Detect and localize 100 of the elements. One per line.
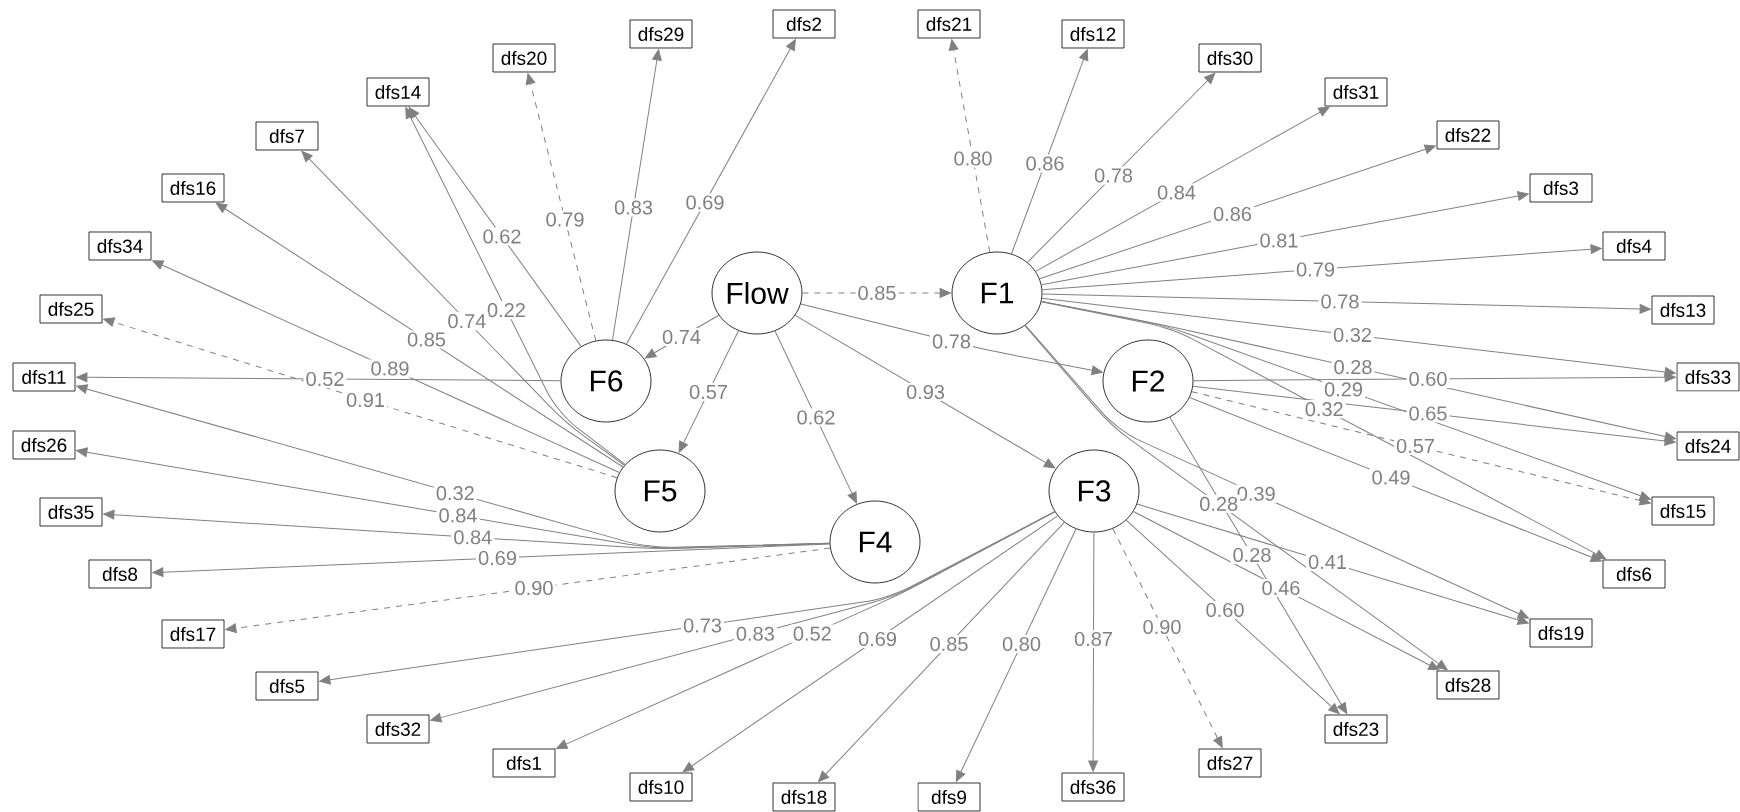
- arrow: [405, 107, 626, 465]
- edge-label: 0.79: [1294, 260, 1337, 279]
- edge-label: 0.86: [1211, 204, 1254, 224]
- indicator-box: dfs31: [1324, 77, 1388, 107]
- edge-label: 0.87: [1072, 629, 1115, 649]
- arrow: [948, 39, 991, 253]
- arrow: [225, 547, 831, 634]
- edge-label: 0.62: [480, 227, 524, 246]
- indicator-box: dfs28: [1436, 670, 1500, 700]
- edge-label: 0.32: [433, 484, 477, 503]
- arrow: [76, 372, 562, 383]
- edge-label: 0.90: [1140, 617, 1184, 637]
- indicator-box: dfs1: [492, 748, 556, 778]
- edge-label: 0.85: [405, 330, 448, 349]
- edge-label: 0.46: [1259, 578, 1303, 598]
- edge-label: 0.74: [660, 327, 703, 347]
- arrow: [408, 106, 582, 347]
- edge-label: 0.81: [1257, 231, 1301, 250]
- edge-label: 0.91: [344, 390, 387, 410]
- edge-label: 0.32: [1331, 325, 1374, 345]
- edge-label: 0.80: [951, 149, 995, 168]
- arrow: [1024, 324, 1529, 619]
- indicator-box: dfs4: [1602, 231, 1666, 261]
- indicator-box: dfs8: [88, 559, 152, 589]
- arrow: [319, 511, 1056, 685]
- indicator-box: dfs10: [629, 772, 693, 802]
- edge-label: 0.69: [476, 548, 519, 568]
- edge-label: 0.84: [436, 506, 480, 525]
- indicator-box: dfs11: [12, 362, 76, 392]
- edge-label: 0.29: [1322, 380, 1365, 399]
- indicator-box: dfs23: [1324, 714, 1388, 744]
- indicator-box: dfs14: [366, 77, 430, 107]
- edge-label: 0.85: [927, 634, 971, 654]
- edge-label: 0.93: [904, 382, 947, 402]
- edge-label: 0.83: [612, 198, 655, 217]
- indicator-box: dfs29: [629, 19, 693, 49]
- edge-label: 0.41: [1306, 552, 1349, 572]
- arrow: [1189, 397, 1602, 562]
- arrow: [1125, 519, 1340, 715]
- edge-label: 0.28: [1331, 358, 1375, 377]
- edge-label: 0.90: [512, 578, 556, 598]
- indicator-box: dfs18: [772, 782, 836, 812]
- indicator-box: dfs30: [1198, 43, 1262, 73]
- edge-label: 0.28: [1230, 545, 1274, 565]
- arrow: [1041, 191, 1529, 286]
- indicator-box: dfs33: [1676, 362, 1740, 392]
- indicator-box: dfs2: [772, 9, 836, 39]
- edge-label: 0.60: [1406, 369, 1450, 389]
- indicator-box: dfs12: [1061, 19, 1125, 49]
- arrow: [301, 150, 625, 466]
- edge-label: 0.32: [1302, 400, 1346, 419]
- indicator-box: dfs9: [917, 782, 981, 812]
- edge-label: 0.78: [1092, 166, 1135, 185]
- arrow: [215, 202, 624, 468]
- indicator-box: dfs22: [1436, 120, 1500, 150]
- edge-label: 0.52: [790, 624, 834, 643]
- edge-label: 0.49: [1369, 468, 1413, 487]
- arrow: [1192, 372, 1676, 383]
- indicator-box: dfs32: [366, 714, 430, 744]
- edge-label: 0.57: [1394, 436, 1437, 456]
- arrow: [955, 528, 1077, 782]
- edge-label: 0.84: [451, 528, 495, 547]
- arrow: [1024, 325, 1448, 671]
- edge-label: 0.69: [683, 193, 727, 212]
- arrow: [1040, 301, 1607, 560]
- indicator-box: dfs26: [12, 430, 76, 460]
- edge-label: 0.85: [855, 283, 899, 303]
- indicator-box: dfs5: [255, 671, 319, 701]
- edge-label: 0.65: [1406, 404, 1450, 423]
- edge-label: 0.22: [484, 301, 528, 320]
- arrow: [818, 521, 1065, 783]
- indicator-box: dfs24: [1676, 431, 1740, 461]
- edge-label: 0.74: [445, 312, 489, 331]
- indicator-box: dfs36: [1061, 772, 1125, 802]
- edge-label: 0.73: [681, 616, 724, 635]
- arrow: [152, 543, 831, 578]
- arrow: [1041, 244, 1602, 291]
- indicator-box: dfs17: [161, 619, 225, 649]
- arrow: [1191, 391, 1651, 506]
- indicator-box: dfs7: [255, 121, 319, 151]
- indicator-box: dfs19: [1529, 618, 1593, 648]
- edge-label: 0.89: [368, 359, 412, 378]
- indicator-box: dfs35: [39, 497, 103, 527]
- edge-label: 0.79: [543, 210, 587, 229]
- arrow: [626, 39, 796, 345]
- edge-label: 0.60: [1203, 600, 1247, 620]
- indicator-box: dfs20: [492, 43, 556, 73]
- arrow: [525, 73, 597, 342]
- indicator-box: dfs27: [1198, 748, 1262, 778]
- indicator-box: dfs13: [1651, 295, 1715, 325]
- edge-label: 0.69: [856, 629, 899, 649]
- arrow: [1041, 293, 1651, 314]
- edge-label: 0.78: [930, 332, 973, 351]
- arrow: [682, 515, 1059, 773]
- arrow: [1088, 531, 1098, 772]
- arrow: [612, 49, 662, 341]
- edge-label: 0.83: [733, 624, 777, 643]
- indicator-box: dfs25: [39, 294, 103, 324]
- indicator-box: dfs21: [917, 9, 981, 39]
- indicator-box: dfs16: [161, 173, 225, 203]
